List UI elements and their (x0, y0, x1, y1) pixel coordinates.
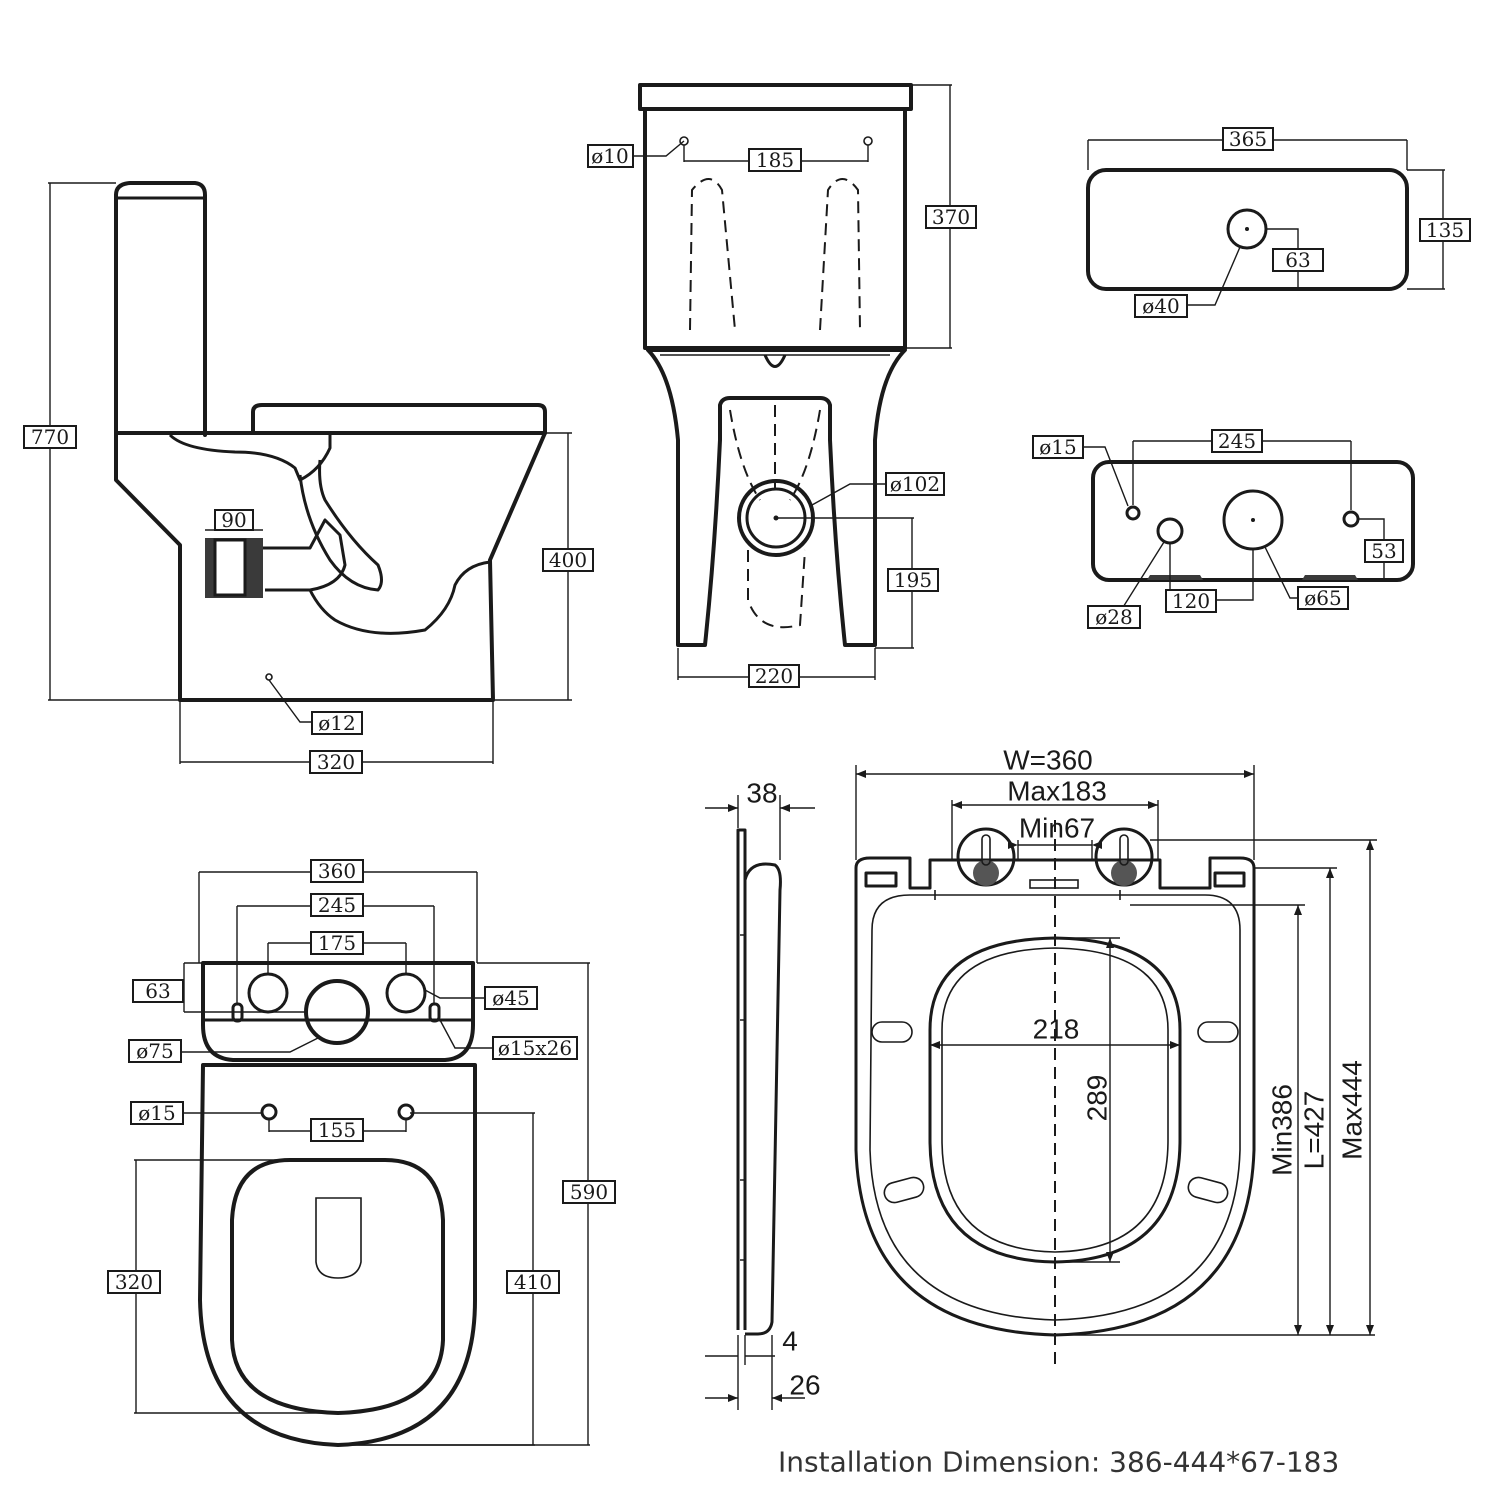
front-pedestal (646, 348, 907, 647)
seat-length-label: L=427 (1299, 1091, 1330, 1170)
front-cistern-lid (638, 83, 913, 111)
plan-width-label: 360 (318, 859, 356, 883)
plan-seat-hole-spacing-label: 155 (318, 1118, 356, 1142)
cistern-edge-offset-label: 53 (1371, 539, 1396, 563)
side-trap-curve (298, 459, 383, 592)
plan-depth-offset-label: 63 (145, 979, 170, 1003)
side-pan-height-label: 400 (549, 548, 587, 572)
seat-lid-gap-label: 4 (782, 1326, 798, 1357)
plan-bowl-length-label: 410 (514, 1270, 552, 1294)
seat-min-hinge-label: Min67 (1019, 813, 1095, 844)
cistern-inlet-hole-label: ø28 (1095, 605, 1133, 629)
front-cistern-height-label: 370 (932, 205, 970, 229)
side-seat (251, 403, 547, 435)
seat-thickness-label: 38 (746, 778, 777, 809)
cistern-flush-hole-label: ø65 (1304, 586, 1342, 610)
side-trap-top (168, 433, 332, 482)
plan-outer-spacing-label: 245 (318, 893, 356, 917)
front-base-width-label: 220 (755, 664, 793, 688)
plan-view: 360 245 175 63 ø45 ø15x26 ø75 ø15 (107, 859, 616, 1447)
cistern-button-hole-label: ø40 (1142, 294, 1180, 318)
side-view: 770 400 90 ø12 320 (23, 181, 594, 774)
seat-profile-hinge-plate (736, 828, 747, 1330)
cistern-inlet-offset-label: 120 (1172, 589, 1210, 613)
cistern-top-view: 365 135 63 ø40 (1086, 127, 1471, 318)
side-outlet-label: 90 (221, 508, 246, 532)
front-outlet-height-label: 195 (894, 568, 932, 592)
front-hole-spacing-label: 185 (756, 148, 794, 172)
plan-overall-length-label: 590 (570, 1180, 608, 1204)
cistern-depth-label: 135 (1426, 218, 1464, 242)
plan-bowl (198, 1063, 477, 1447)
seat-max-length-label: Max444 (1337, 1060, 1368, 1160)
seat-inner-outline (869, 894, 1241, 1321)
plan-seat-hole-label: ø15 (138, 1101, 176, 1125)
cistern-bottom-view: 245 ø15 53 120 ø28 ø65 (1032, 429, 1415, 629)
cistern-width-label: 365 (1229, 127, 1267, 151)
side-fixing-hole (265, 673, 273, 681)
side-fixing-hole-label: ø12 (318, 711, 356, 735)
seat-opening (928, 936, 1182, 1264)
plan-cistern (201, 961, 475, 1062)
cistern-fix-spacing-label: 245 (1218, 429, 1256, 453)
plan-seat-length-label: 320 (115, 1270, 153, 1294)
seat-width-label: W=360 (1003, 745, 1093, 776)
plan-center-hole (304, 979, 370, 1045)
side-trap-lower (263, 518, 347, 592)
front-outlet-label: ø102 (890, 472, 940, 496)
side-outlet-pipe (213, 538, 247, 597)
seat-opening-length-label: 289 (1082, 1075, 1113, 1122)
seat-plan: W=360 Max183 Min67 218 289 Min386 (854, 745, 1377, 1365)
plan-center-hole-label: ø75 (136, 1039, 174, 1063)
cistern-button-offset-label: 63 (1285, 248, 1310, 272)
seat-profile-body (743, 862, 782, 1336)
installation-caption: Installation Dimension: 386-444*67-183 (778, 1446, 1339, 1479)
side-height-label: 770 (31, 425, 69, 449)
side-body-outline (114, 193, 547, 702)
front-hole-label: ø10 (591, 144, 629, 168)
front-view: ø10 185 370 ø102 195 220 (587, 83, 977, 688)
side-base-length-label: 320 (317, 750, 355, 774)
seat-min-length-label: Min386 (1267, 1084, 1298, 1176)
side-bowl-bottom (308, 560, 491, 635)
cistern-fix-hole-label: ø15 (1039, 435, 1077, 459)
seat-profile: 38 4 26 (705, 778, 821, 1410)
cistern-top-outline (1086, 168, 1409, 291)
seat-outer-outline (854, 856, 1256, 1337)
side-cistern-outline (114, 181, 207, 437)
plan-slot-label: ø15x26 (498, 1036, 572, 1060)
plan-seat (230, 1158, 445, 1415)
plan-inner-spacing-label: 175 (318, 931, 356, 955)
plan-large-hole-label: ø45 (492, 986, 530, 1010)
seat-base-thickness-label: 26 (789, 1370, 820, 1401)
seat-max-hinge-label: Max183 (1007, 776, 1107, 807)
